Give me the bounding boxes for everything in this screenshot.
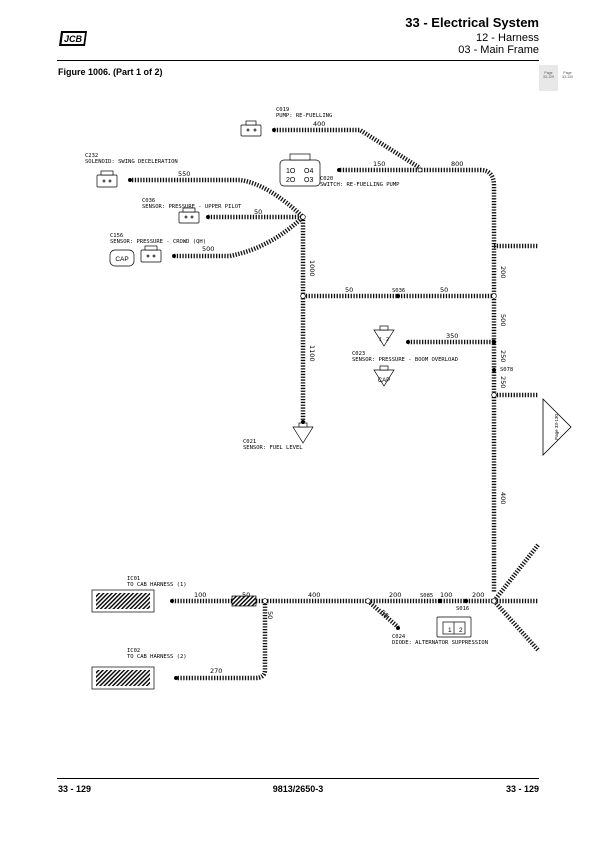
connector-c232[interactable] — [96, 170, 132, 188]
len-c019: 400 — [313, 120, 325, 128]
c156-cap-label: CAP — [115, 256, 128, 263]
splice-s078: S078 — [500, 367, 513, 373]
section-subsubtitle: 03 - Main Frame — [458, 44, 539, 56]
c232-id: C232 — [85, 153, 98, 159]
len-bot-200a: 200 — [389, 591, 401, 599]
c036-id: C036 — [142, 198, 155, 204]
footer-rule — [57, 778, 539, 779]
harness-cables — [132, 127, 540, 681]
splice-s085: S085 — [420, 593, 433, 599]
c023-id: C023 — [352, 351, 365, 357]
c024-pin-2: 2 — [459, 627, 463, 634]
c021-desc: SENSOR: FUEL LEVEL — [243, 445, 303, 451]
connector-ic01[interactable] — [91, 589, 174, 613]
c036-desc: SENSOR: PRESSURE - UPPER PILOT — [142, 204, 242, 210]
cable-c156 — [174, 215, 305, 259]
footer-page-right: 33 - 129 — [505, 784, 539, 794]
ic01-desc: TO CAB HARNESS (1) — [127, 582, 187, 588]
c156-id: C156 — [110, 233, 123, 239]
section-title: 33 - Electrical System — [405, 15, 539, 30]
logo-text: JCB — [64, 34, 83, 44]
len-c020: 150 — [373, 160, 385, 168]
len-v-left: 1000 — [308, 260, 316, 277]
c024-desc: DIODE: ALTERNATOR SUPPRESSION — [392, 640, 488, 646]
len-c156: 500 — [202, 245, 214, 253]
page-ref-label: Page 33-130 — [554, 414, 559, 440]
len-right-250a: 250 — [499, 350, 507, 362]
len-right-200: 200 — [499, 266, 507, 278]
figure-caption: Figure 1006. (Part 1 of 2) — [58, 67, 163, 77]
connector-c024[interactable] — [436, 616, 472, 638]
c020-desc: SWITCH: RE-FUELLING PUMP — [320, 182, 400, 188]
c019-desc: PUMP: RE-FUELLING — [276, 113, 332, 119]
c023-cap-label: CAP — [378, 378, 390, 384]
len-bot-100: 100 — [194, 591, 206, 599]
len-bot-100b: 100 — [440, 591, 452, 599]
connector-inline-50 — [231, 595, 257, 607]
len-mid-b: 50 — [440, 286, 448, 294]
splice-dots — [395, 293, 497, 630]
cable-down-right-2 — [492, 599, 540, 652]
len-top-right: 800 — [451, 160, 463, 168]
connector-c036[interactable] — [178, 207, 210, 224]
len-c036: 50 — [254, 208, 262, 216]
connector-c021[interactable] — [292, 420, 314, 444]
len-diode: 50 — [379, 608, 390, 619]
ic02-desc: TO CAB HARNESS (2) — [127, 654, 187, 660]
splice-s016: S016 — [456, 606, 469, 612]
c232-desc: SOLENOID: SWING DECELERATION — [85, 159, 178, 165]
header-rule — [57, 60, 539, 61]
connector-c156[interactable] — [109, 245, 176, 267]
c024-id: C024 — [392, 634, 406, 640]
connector-c019[interactable] — [240, 120, 276, 137]
len-c023: 350 — [446, 332, 458, 340]
junctions — [262, 167, 497, 604]
connector-ic02[interactable] — [91, 666, 178, 690]
len-ic02: 270 — [210, 667, 222, 675]
len-right-250b: 250 — [499, 376, 507, 388]
c023-pins: 1 ⋅ 2 — [379, 337, 389, 343]
cable-ic02 — [176, 601, 268, 681]
jcb-logo: JCB — [59, 31, 87, 46]
cable-c232 — [132, 177, 305, 219]
connector-c023[interactable] — [373, 325, 410, 387]
len-c232: 550 — [178, 170, 190, 178]
ic01-id: IC01 — [127, 576, 140, 582]
len-right-400: 400 — [499, 492, 507, 504]
footer-doc-number: 9813/2650-3 — [272, 784, 324, 794]
len-mid-a: 50 — [345, 286, 353, 294]
ic02-id: IC02 — [127, 648, 140, 654]
c020-pin-2: 2O — [286, 177, 296, 184]
cable-diode — [366, 599, 400, 629]
page-ref-arrow[interactable]: Page 33-130 — [542, 398, 572, 456]
c020-pin-4: O4 — [304, 168, 313, 175]
c019-id: C019 — [276, 107, 289, 113]
splice-s036: S036 — [392, 288, 405, 294]
connector-c020[interactable] — [279, 153, 341, 187]
c020-pin-1: 1O — [286, 168, 296, 175]
len-right-500: 500 — [499, 314, 507, 326]
c021-id: C021 — [243, 439, 256, 445]
c023-desc: SENSOR: PRESSURE - BOOM OVERLOAD — [352, 357, 458, 363]
len-down-50: 50 — [266, 611, 274, 619]
c024-pin-1: 1 — [448, 627, 452, 634]
footer-page-left: 33 - 129 — [58, 784, 92, 794]
len-bot-200b: 200 — [472, 591, 484, 599]
len-v-left2: 1100 — [308, 345, 316, 362]
len-bot-400: 400 — [308, 591, 320, 599]
len-bot-50: 50 — [242, 591, 250, 599]
c156-desc: SENSOR: PRESSURE - CROWD (QH) — [110, 239, 206, 245]
section-subtitle: 12 - Harness — [476, 32, 539, 44]
cable-c020 — [340, 167, 497, 592]
c020-id: C020 — [320, 176, 333, 182]
cable-down-right — [492, 543, 540, 603]
cable-c019 — [274, 127, 422, 170]
c020-pin-3: O3 — [304, 177, 313, 184]
